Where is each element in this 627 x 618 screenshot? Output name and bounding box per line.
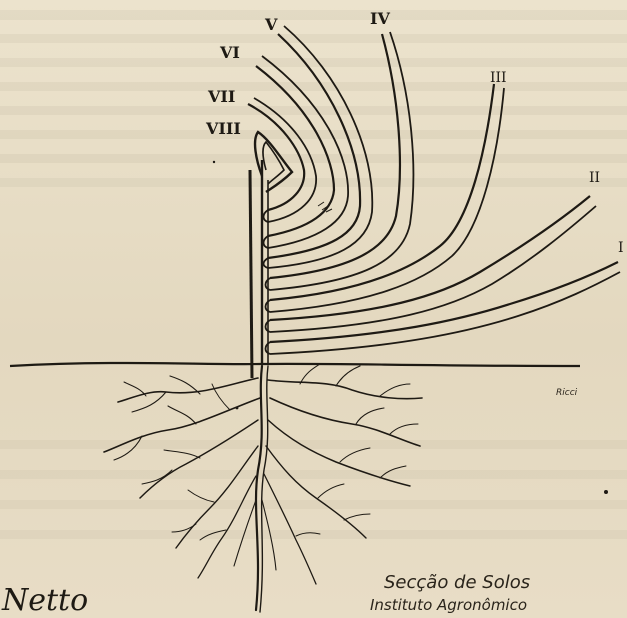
leaf-label-vii: VII xyxy=(207,87,235,106)
ink-speck xyxy=(604,490,608,494)
artist-mark: Ricci xyxy=(556,388,578,398)
leaf-label-viii: VIII xyxy=(205,119,241,138)
leaf-label-iv: IV xyxy=(370,9,390,28)
leaf-bases xyxy=(264,210,271,354)
leaf-ii-outline xyxy=(270,196,590,320)
credit-line-2: Instituto Agronômico xyxy=(370,596,527,614)
ground-line xyxy=(10,363,580,366)
leaf-label-i: I xyxy=(618,240,624,256)
artist-signature: Netto xyxy=(1,583,88,618)
leaf-label-vi: VI xyxy=(219,43,240,62)
credit-line-1: Secção de Solos xyxy=(384,572,530,593)
support-stake xyxy=(250,170,252,378)
leaf-v-outline xyxy=(268,34,360,258)
leaf-label-v: V xyxy=(264,15,278,34)
ink-speck xyxy=(213,161,215,163)
leaf-i-outline xyxy=(270,262,618,342)
leaf-iii-outline xyxy=(270,84,494,300)
bleed-through-text xyxy=(0,10,627,539)
root-system xyxy=(104,364,422,612)
ink-speck xyxy=(236,407,239,410)
leaf-label-ii: II xyxy=(589,170,600,186)
leaf-label-iii: III xyxy=(490,70,507,86)
